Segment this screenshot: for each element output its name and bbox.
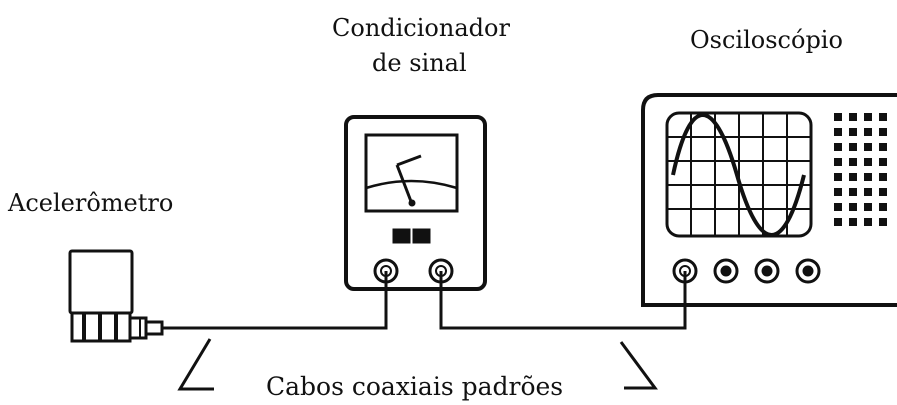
switch-right [412, 228, 431, 244]
oscilloscope-knob-1 [713, 258, 739, 284]
cable-conditioner-to-oscilloscope [439, 271, 687, 330]
accelerometer-connector-tip [144, 320, 164, 336]
oscilloscope [641, 93, 897, 307]
cable-callouts [177, 338, 658, 391]
meter-display [364, 133, 459, 213]
signal-conditioner [344, 115, 487, 291]
accelerometer-label: Acelerômetro [8, 189, 174, 217]
cable-accelerometer-to-conditioner [162, 271, 388, 330]
meter-scale [365, 179, 458, 190]
cable-callout-right [619, 341, 658, 390]
oscilloscope-case [641, 93, 897, 307]
signal-conditioner-case [344, 115, 487, 291]
accelerometer-body [68, 249, 134, 315]
waveform-trace [671, 113, 806, 237]
coaxial-cables-label: Cabos coaxiais padrões [266, 372, 564, 401]
meter-needle [395, 164, 414, 205]
cable-callout-left [177, 338, 214, 391]
signal-conditioner-label-line1: Condicionador [332, 14, 510, 42]
oscilloscope-knob-3 [795, 258, 821, 284]
coaxial-cables [162, 271, 687, 330]
accelerometer-connector [128, 316, 148, 340]
signal-conditioner-label-line2: de sinal [372, 49, 467, 77]
switch-left [392, 228, 411, 244]
control-buttons-grid [834, 113, 887, 226]
accelerometer [68, 249, 164, 343]
oscilloscope-label: Osciloscópio [690, 26, 843, 54]
oscilloscope-knob-2 [754, 258, 780, 284]
